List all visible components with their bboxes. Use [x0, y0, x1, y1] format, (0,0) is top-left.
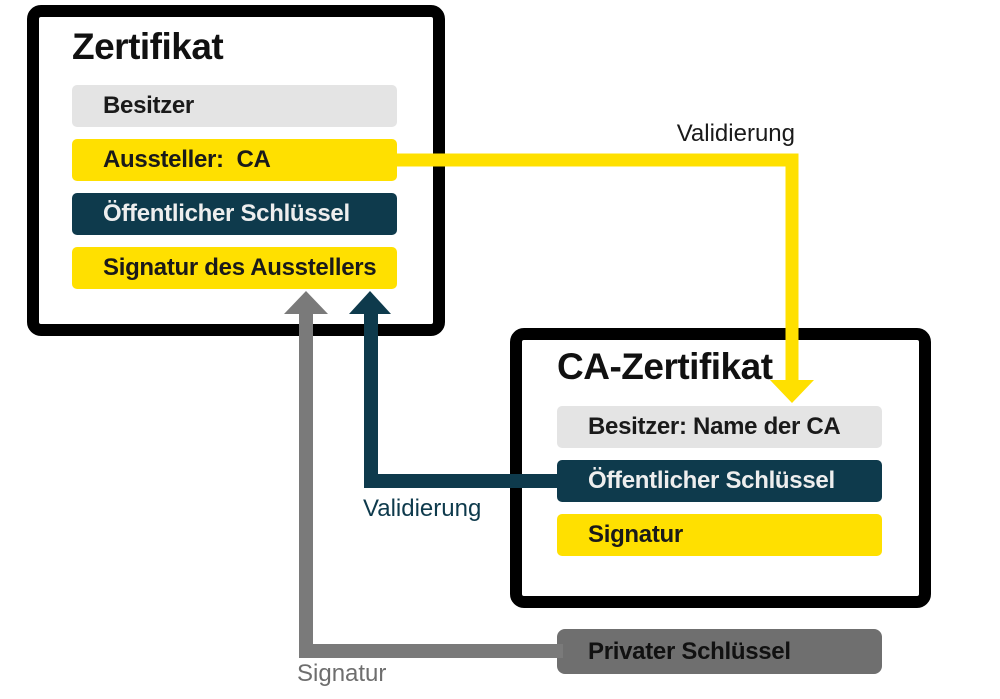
ca-certificate-row-owner: Besitzer: Name der CA: [557, 406, 882, 448]
certificate-row-owner: Besitzer: [72, 85, 397, 127]
certificate-box-title: Zertifikat: [72, 26, 224, 67]
ca-certificate-box: CA-Zertifikat Besitzer: Name der CA Öffe…: [510, 328, 931, 608]
ca-certificate-row-signature: Signatur: [557, 514, 882, 556]
certificate-row-public-key: Öffentlicher Schlüssel: [72, 193, 397, 235]
certificate-box: Zertifikat Besitzer Aussteller: CA Öffen…: [27, 5, 445, 336]
certificate-row-issuer: Aussteller: CA: [72, 139, 397, 181]
signature-label: Signatur: [297, 660, 387, 687]
validation-label-top: Validierung: [676, 120, 795, 147]
certificate-row-issuer-signature: Signatur des Ausstellers: [72, 247, 397, 289]
validation-label-middle: Validierung: [363, 495, 482, 522]
ca-certificate-box-title: CA-Zertifikat: [557, 346, 773, 387]
ca-certificate-row-public-key: Öffentlicher Schlüssel: [557, 460, 882, 502]
private-key-box: Privater Schlüssel: [557, 629, 882, 674]
